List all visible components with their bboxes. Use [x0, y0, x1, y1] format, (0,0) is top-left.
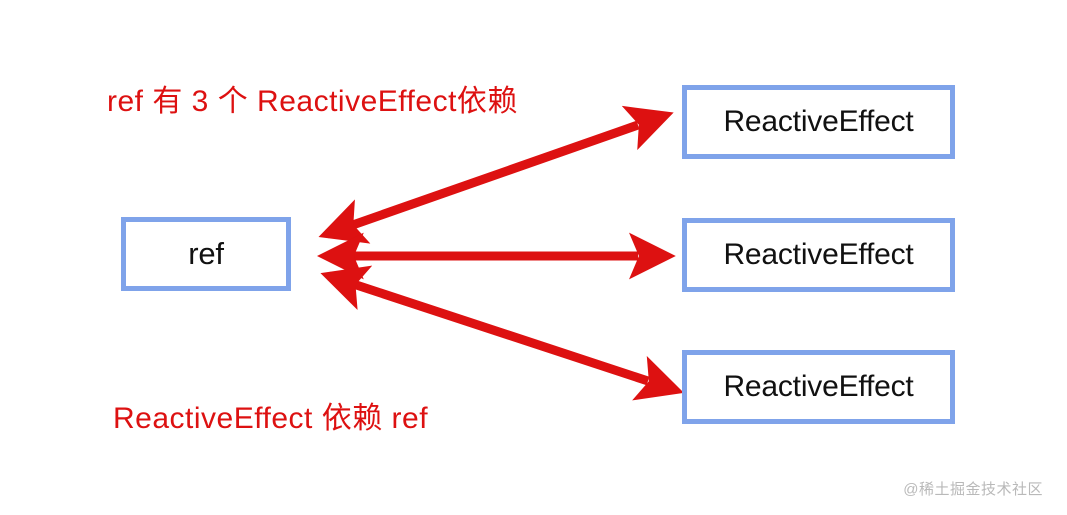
- watermark: @稀土掘金技术社区: [903, 481, 1043, 498]
- node-reactive-effect-1-label: ReactiveEffect: [723, 105, 914, 138]
- node-reactive-effect-3-label: ReactiveEffect: [723, 370, 914, 403]
- node-reactive-effect-1: ReactiveEffect: [682, 85, 955, 159]
- edge-ref-to-effect-1: [318, 105, 674, 244]
- node-ref: ref: [121, 217, 291, 291]
- node-reactive-effect-2-label: ReactiveEffect: [723, 238, 914, 271]
- node-ref-label: ref: [188, 236, 224, 271]
- node-reactive-effect-2: ReactiveEffect: [682, 218, 955, 292]
- node-reactive-effect-3: ReactiveEffect: [682, 350, 955, 424]
- annotation-ref-has-three-effects: ref 有 3 个 ReactiveEffect依赖: [107, 85, 518, 118]
- edge-ref-to-effect-3: [320, 265, 684, 401]
- annotation-effect-depends-on-ref: ReactiveEffect 依赖 ref: [113, 402, 429, 435]
